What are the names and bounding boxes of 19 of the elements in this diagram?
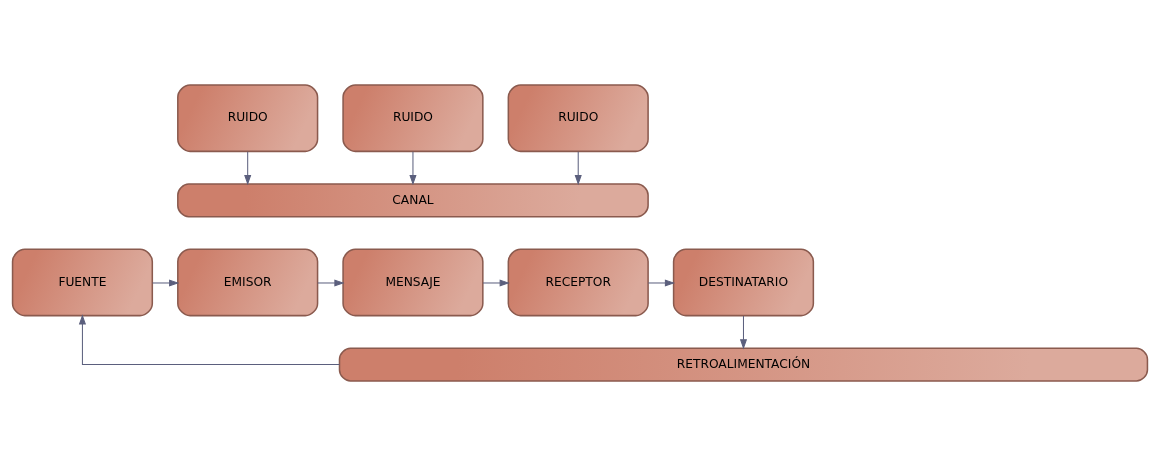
- node-box: RUIDO: [507, 84, 649, 153]
- arrow: [647, 279, 676, 287]
- arrow: [78, 314, 340, 366]
- node-box: RETROALIMENTACIÓN: [338, 347, 1149, 382]
- arrow: [482, 279, 510, 287]
- node-box: EMISOR: [177, 248, 319, 317]
- node-box: CANAL: [177, 183, 649, 218]
- arrow: [574, 151, 582, 186]
- arrow: [244, 151, 252, 186]
- arrow: [409, 151, 417, 186]
- arrow: [152, 279, 180, 287]
- arrow: [317, 279, 345, 287]
- node-box: DESTINATARIO: [672, 248, 815, 317]
- arrow: [739, 315, 748, 350]
- node-box: RUIDO: [177, 84, 319, 153]
- node-box: RUIDO: [342, 84, 484, 153]
- node-box: RECEPTOR: [507, 248, 649, 317]
- node-box: FUENTE: [11, 248, 154, 317]
- node-box: MENSAJE: [342, 248, 484, 317]
